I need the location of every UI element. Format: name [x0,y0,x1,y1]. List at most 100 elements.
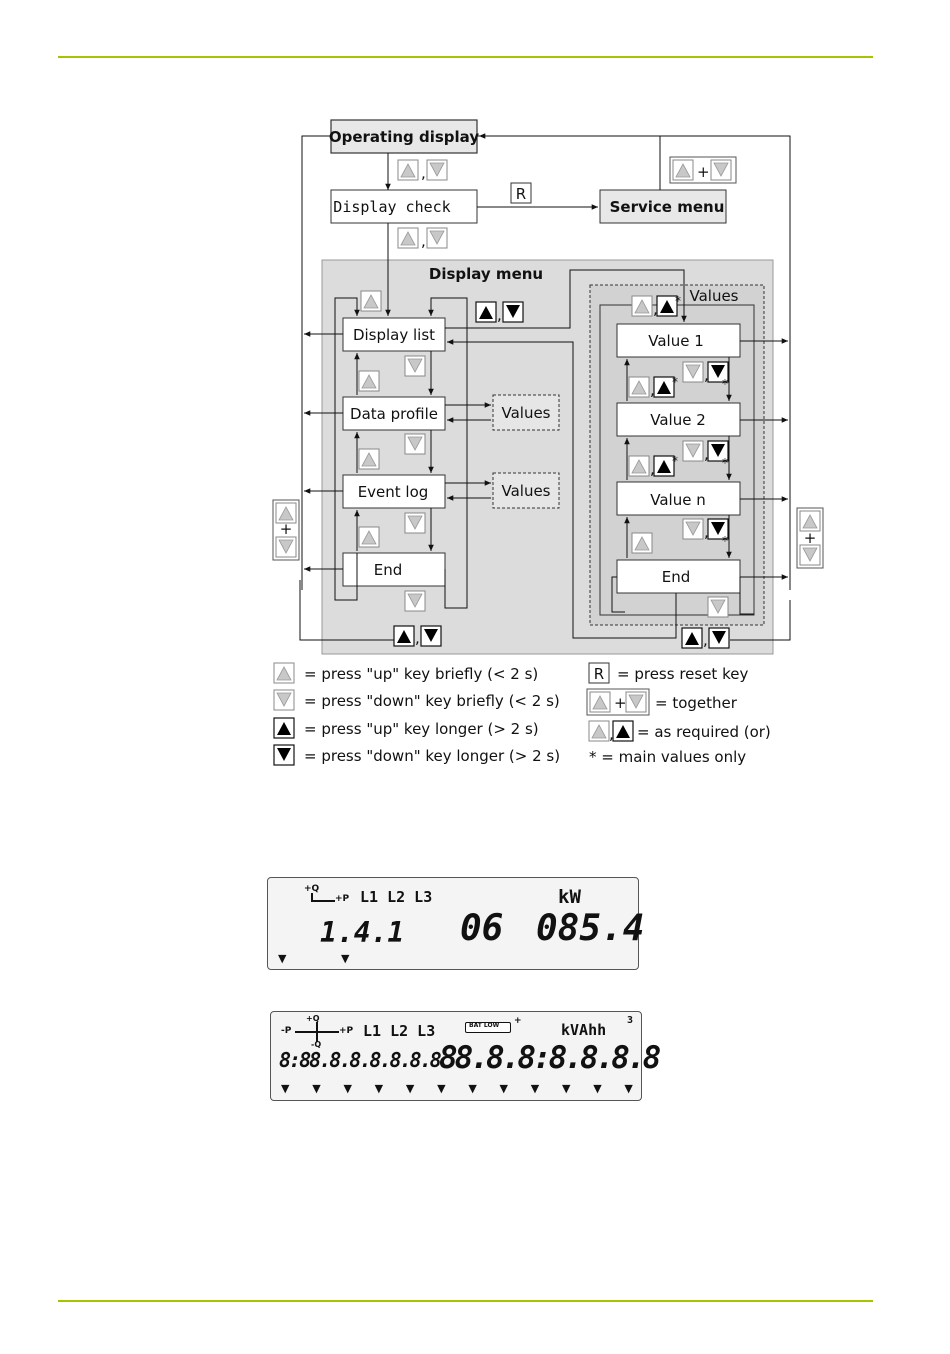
up-key-long-icon [681,627,703,649]
left-digit-segments: 8:88.8.8.8.8.8.8 [279,1048,442,1072]
up-key-icon [360,290,382,312]
display-list-label: Display list [353,326,435,344]
up-key-icon [631,295,653,317]
comma-separator: , [653,300,658,318]
event-log-label: Event log [358,483,429,501]
battery-plus-icon: + [514,1016,522,1026]
up-key-long-icon [393,625,415,647]
legend-comma: , [609,725,614,743]
comma-separator: , [650,381,655,399]
up-key-icon [358,526,380,548]
down-key-long-icon [708,627,730,649]
marker-arrow-icon: ▼ [405,1082,415,1095]
legend-plus: + [614,694,627,712]
up-key-icon [631,532,653,554]
comma-separator: , [704,523,709,541]
asterisk-mark: * [722,456,728,470]
legend-as-required: = as required (or) [637,723,771,741]
display-menu-title: Display menu [429,265,543,283]
quadrant-icon: +Q +P [300,884,350,906]
legend-up-key-icon [588,720,610,742]
marker-arrow-icon: ▼ [468,1082,477,1095]
asterisk-mark: * [722,377,728,391]
down-key-icon [682,440,704,462]
battery-icon: BAT LOW [465,1022,511,1033]
quadrant-q-neg-label: -Q [311,1040,322,1049]
footer-rule [58,1300,873,1302]
legend-up-brief: = press "up" key briefly (< 2 s) [304,665,538,683]
plus-sign: + [280,520,293,538]
up-key-icon [672,159,694,181]
phase-labels: L1 L2 L3 [363,1022,436,1040]
unit-segments: kVAhh [561,1021,607,1039]
right-digit-segments: 88.8.8:8.8.8.8 [439,1040,661,1076]
comma-separator: , [650,460,655,478]
comma-separator: , [703,631,708,649]
comma-separator: , [421,232,426,250]
lcd-display-all-segments: -P +Q -Q +P L1 L2 L3 BAT LOW + kVAhh 3 8… [270,1011,661,1101]
quadrant-axis-h [311,900,335,902]
quadrant-q-label: +Q [304,884,320,894]
legend-up-long: = press "up" key longer (> 2 s) [304,720,539,738]
end-left-label: End [374,561,403,579]
marker-arrow-icon: ▼ [499,1082,508,1095]
quadrant-axis-v [311,893,313,902]
quadrant-p-neg-label: -P [281,1026,292,1036]
down-key-icon [707,596,729,618]
service-menu-box [599,189,727,224]
legend-up-long-key-icon [612,720,634,742]
marker-arrow-icon: ▼ [530,1082,540,1095]
display-list-box [342,317,446,352]
phase-labels: L1 L2 L3 [360,888,433,906]
battery-label: BAT LOW [469,1022,500,1029]
marker-arrow-icon: ▼ [278,952,287,965]
comma-separator: , [415,629,420,647]
marker-arrow-icon: ▼ [341,952,350,965]
marker-arrow-icon: ▼ [281,1082,290,1095]
event-log-box [342,474,446,509]
value-1-box [616,323,741,358]
comma-separator: , [497,306,502,324]
legend-up-long-key-icon [273,717,295,739]
comma-separator: , [704,366,709,384]
value-n-label: Value n [650,491,705,509]
value-n-box [616,481,741,516]
quadrant-p-label: +P [335,894,350,904]
marker-arrow-icon: ▼ [437,1082,446,1095]
up-key-icon [397,227,419,249]
lcd-display-operating: +Q +P L1 L2 L3 kW 1.4.1 06 085.4 ▼ ▼ [267,877,644,970]
down-key-icon [404,512,426,534]
legend-down-long: = press "down" key longer (> 2 s) [304,747,560,765]
value-2-box [616,402,741,437]
reset-key-label: R [516,185,526,203]
down-key-icon [682,361,704,383]
down-key-icon [404,433,426,455]
quadrant-p-pos-label: +P [339,1026,354,1036]
legend-down-brief: = press "down" key briefly (< 2 s) [304,692,560,710]
down-key-long-icon [502,301,524,323]
comma-separator: , [704,445,709,463]
legend-reset: = press reset key [617,665,748,683]
down-key-icon [682,518,704,540]
asterisk-mark: * [672,454,678,468]
operating-display-label: Operating display [329,128,479,146]
cross-axis-v [316,1022,318,1042]
end-right-box [616,559,741,594]
unit-label: kW [558,886,581,908]
asterisk-mark: * [672,375,678,389]
connectors [299,133,791,641]
marker-arrow-icon: ▼ [312,1082,321,1095]
legend-reset-key-icon [588,662,610,684]
down-key-icon [275,536,297,558]
up-key-long-icon [656,295,678,317]
marker-arrow-icon: ▼ [624,1082,633,1095]
legend-together: = together [655,694,738,712]
data-profile-label: Data profile [350,405,438,423]
plus-sign: + [804,529,817,547]
end-left-box [342,552,446,587]
down-key-icon [710,159,732,181]
up-key-long-icon [653,376,675,398]
down-key-icon [426,227,448,249]
up-key-icon [628,376,650,398]
